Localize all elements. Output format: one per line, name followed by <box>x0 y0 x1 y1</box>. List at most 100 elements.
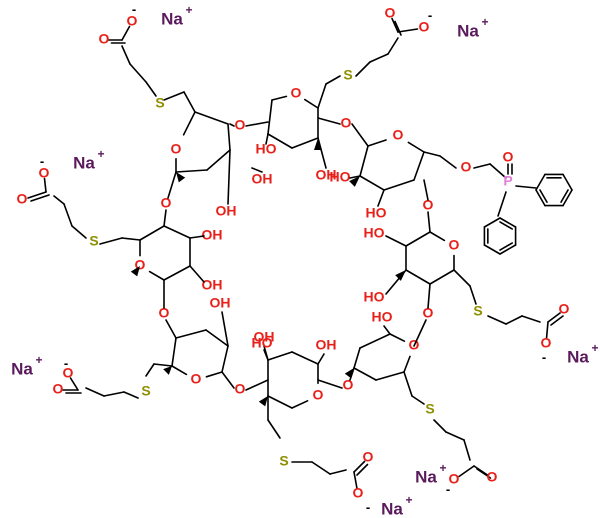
hydroxyl-group: HO <box>256 141 277 157</box>
glucose-8-ring-bond <box>148 270 165 281</box>
oxygen-atom: O <box>341 115 352 131</box>
glucose-5-ring-bond <box>353 347 361 369</box>
glycosidic-bond <box>427 211 431 233</box>
sulfur-atom: S <box>141 383 150 399</box>
arm-bond <box>99 237 123 245</box>
carbonyl-bond <box>391 17 399 33</box>
arm-bond <box>487 315 507 325</box>
glucose-2-ring-bond <box>303 98 319 109</box>
glucose-5-ring-bond <box>375 371 405 381</box>
hydroxyl-bond <box>189 265 205 283</box>
negative-charge: - <box>64 355 68 370</box>
hydroxyl-group: OH <box>202 277 223 293</box>
phenyl-bond <box>539 189 548 203</box>
arm-bond <box>387 37 399 55</box>
arm-bond <box>473 163 491 169</box>
hydroxyl-bond <box>265 133 269 145</box>
glucose-2-ring-bond <box>267 133 293 149</box>
phenyl-bond <box>483 244 501 255</box>
glycosidic-bond <box>245 379 269 391</box>
oxygen-atom: O <box>423 305 434 321</box>
glucose-6-ring-bond <box>291 351 319 365</box>
hydroxyl-group: OH <box>316 167 337 183</box>
glucose-1-ring-bond <box>182 111 196 136</box>
oxygen-atom: O <box>99 31 110 47</box>
phenyl-bond <box>499 217 517 228</box>
arm-bond <box>311 461 331 475</box>
hydroxyl-bond <box>263 349 269 361</box>
sulfur-atom: S <box>155 95 164 111</box>
glucose-7-ring-bond <box>205 329 229 347</box>
carboxylate-bond <box>69 377 79 391</box>
positive-charge: + <box>97 147 104 161</box>
hydroxyl-group: OH <box>202 227 223 243</box>
hydroxyl-group: HO <box>364 289 385 305</box>
hydroxyl-group: HO <box>364 225 385 241</box>
wedge-bond <box>395 270 406 281</box>
arm-bond <box>85 387 105 397</box>
arm-bond <box>521 315 541 323</box>
glycosidic-bond <box>317 117 341 125</box>
carbonyl-bond <box>394 20 402 36</box>
sulfur-atom: S <box>279 453 288 469</box>
arm-bond <box>497 191 507 217</box>
carbonyl-bond <box>476 468 492 479</box>
sodium-ion: Na <box>73 153 95 172</box>
glucose-5-ring-bond <box>359 333 391 349</box>
glucose-4-ring-bond <box>429 269 455 285</box>
glycosidic-bond <box>165 319 177 339</box>
glucose-6-ring-bond <box>291 399 309 409</box>
glycosidic-bond <box>221 371 235 389</box>
glucose-1-ring-bond <box>175 169 208 173</box>
oxygen-atom: O <box>449 471 460 487</box>
positive-charge: + <box>35 353 42 367</box>
wedge-bond <box>163 366 172 375</box>
glucose-5-ring-bond <box>389 333 406 343</box>
phenyl-bond <box>560 189 569 203</box>
arm-bond <box>445 431 465 441</box>
phenyl-bond <box>562 173 573 191</box>
glucose-3-ring-bond <box>359 145 369 177</box>
hydroxyl-group: OH <box>210 295 231 311</box>
oxygen-atom: O <box>503 149 514 165</box>
oxygen-atom: O <box>419 19 430 35</box>
oxygen-atom: O <box>53 381 64 397</box>
oxygen-atom: O <box>449 237 460 253</box>
oxygen-atom: O <box>423 197 434 213</box>
arm-bond <box>403 371 413 397</box>
hydroxyl-bond <box>251 167 263 173</box>
arm-bond <box>515 185 537 189</box>
carbonyl-bond <box>473 465 489 476</box>
sodium-ion: Na <box>161 9 183 28</box>
arm-bond <box>163 91 185 101</box>
oxygen-atom: O <box>127 13 138 29</box>
hydroxyl-group: HO <box>330 169 351 185</box>
glucose-7-ring-bond <box>205 371 223 378</box>
wedge-bond <box>176 172 186 183</box>
glycosidic-bond <box>413 319 427 347</box>
phenyl-bond <box>535 173 546 191</box>
glucose-8-ring-bond <box>163 265 191 281</box>
glucose-3-ring-bond <box>407 141 425 153</box>
glucose-7-ring-bond <box>175 329 207 339</box>
glucose-4-ring-bond <box>405 231 431 247</box>
arm-bond <box>463 439 471 461</box>
glucose-7-ring-bond <box>171 365 188 376</box>
arm-bond <box>355 61 371 77</box>
arm-bond <box>183 91 196 113</box>
arm-bond <box>433 419 447 433</box>
carboxylate-bond <box>121 25 131 41</box>
positive-charge: + <box>405 493 412 507</box>
carboxylate-bond <box>545 321 549 340</box>
sodium-ion: Na <box>381 499 403 518</box>
oxygen-atom: O <box>353 485 364 501</box>
oxygen-atom: O <box>313 387 324 403</box>
negative-charge: - <box>542 349 546 364</box>
glucose-3-ring-bond <box>359 175 385 191</box>
oxygen-atom: O <box>39 165 50 181</box>
arm-bond <box>329 469 347 475</box>
hydroxyl-bond <box>189 235 205 239</box>
arm-bond <box>123 391 139 399</box>
wedge-bond <box>314 138 322 150</box>
